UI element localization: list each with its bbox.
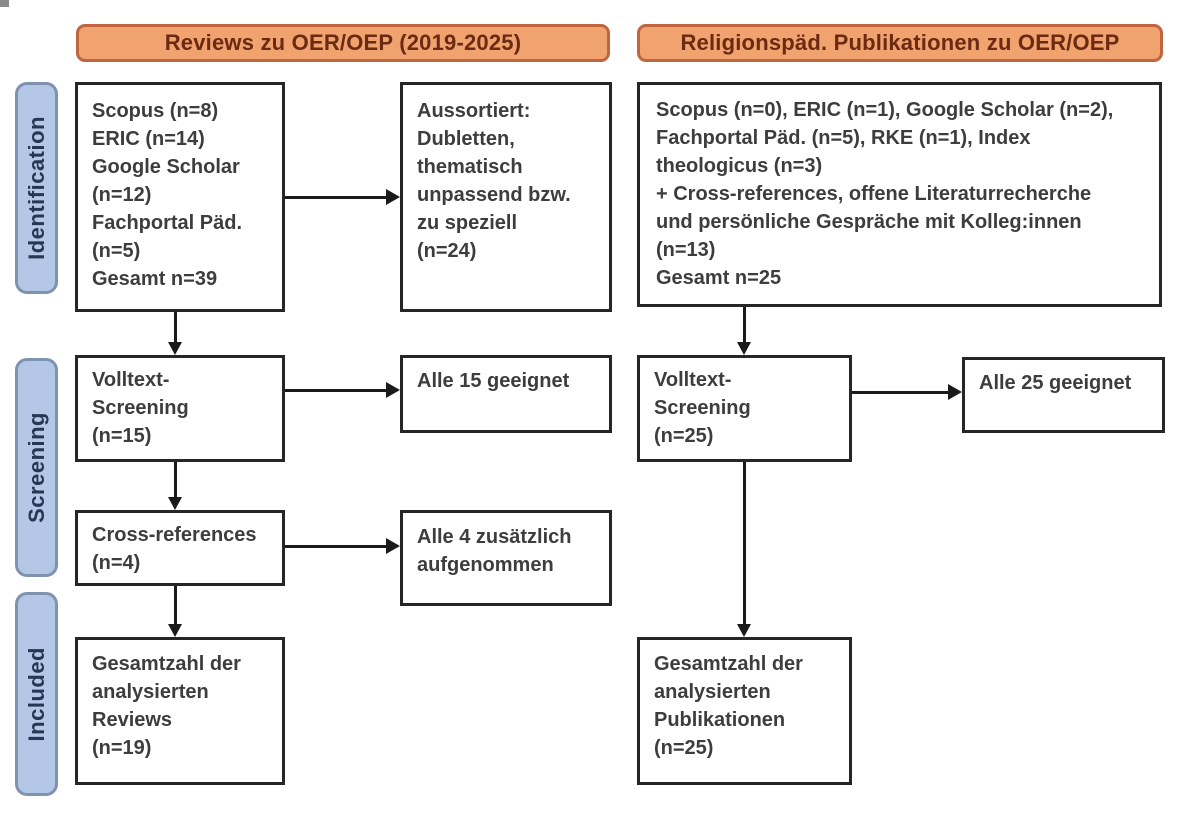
box-line: Publikationen (654, 709, 786, 731)
box-line: (n=5) (92, 240, 141, 262)
box-line: ERIC (n=14) (92, 128, 205, 150)
box-sources-reviews: Scopus (n=8) ERIC (n=14) Google Scholar … (75, 82, 285, 312)
box-line: (n=25) (654, 425, 714, 447)
box-alle4-aufgenommen: Alle 4 zusätzlich aufgenommen (400, 510, 612, 606)
box-line: unpassend bzw. (417, 184, 571, 206)
box-line: Dubletten, (417, 128, 515, 150)
arrow-volltext-to-alle15 (285, 382, 400, 398)
box-line: Screening (92, 397, 189, 419)
box-line: Volltext- (92, 369, 170, 391)
arrow-crossref-to-alle4 (285, 538, 400, 554)
box-line: Gesamt n=39 (92, 268, 218, 290)
box-line: Alle 25 geeignet (979, 372, 1132, 394)
arrow-sources-to-volltext-religionspaed (737, 307, 751, 355)
box-line: thematisch (417, 156, 523, 178)
box-line: Gesamtzahl der (92, 653, 241, 675)
arrow-sources-to-aussortiert (285, 189, 400, 205)
header-reviews: Reviews zu OER/OEP (2019-2025) (76, 24, 610, 62)
box-line: Gesamtzahl der (654, 653, 803, 675)
box-line: (n=15) (92, 425, 152, 447)
box-line: Scopus (n=8) (92, 100, 219, 122)
arrow-volltext-to-alle25 (852, 384, 962, 400)
box-line: analysierten (92, 681, 209, 703)
box-line: Volltext- (654, 369, 732, 391)
arrow-crossref-to-final-reviews (168, 586, 182, 637)
box-crossreferences: Cross-references (n=4) (75, 510, 285, 586)
stage-label-included: Included (23, 646, 49, 742)
stage-label-screening: Screening (23, 412, 49, 523)
arrow-volltext-to-crossref (168, 462, 182, 510)
stage-tab-identification: Identification (15, 82, 58, 294)
box-line: aufgenommen (417, 554, 554, 576)
box-line: Alle 15 geeignet (417, 370, 570, 392)
box-line: (n=4) (92, 552, 141, 574)
box-line: + Cross-references, offene Literaturrech… (656, 183, 1092, 205)
box-line: Google Scholar (92, 156, 240, 178)
box-line: Gesamt n=25 (656, 267, 782, 289)
box-line: (n=25) (654, 737, 714, 759)
box-line: (n=24) (417, 240, 477, 262)
box-line: Reviews (92, 709, 173, 731)
box-line: analysierten (654, 681, 771, 703)
arrow-volltext-to-final-religionspaed (737, 462, 751, 637)
box-line: zu speziell (417, 212, 518, 234)
stage-tab-screening: Screening (15, 358, 58, 577)
box-line: (n=13) (656, 239, 716, 261)
box-line: Fachportal Päd. (n=5), RKE (n=1), Index (656, 127, 1031, 149)
box-line: Aussortiert: (417, 100, 531, 122)
header-religionspaed: Religionspäd. Publikationen zu OER/OEP (637, 24, 1163, 62)
box-line: theologicus (n=3) (656, 155, 823, 177)
box-line: Fachportal Päd. (92, 212, 243, 234)
box-line: (n=12) (92, 184, 152, 206)
box-volltext-reviews: Volltext- Screening (n=15) (75, 355, 285, 462)
box-sources-religionspaed: Scopus (n=0), ERIC (n=1), Google Scholar… (637, 82, 1162, 307)
box-alle15-geeignet: Alle 15 geeignet (400, 355, 612, 433)
box-line: und persönliche Gespräche mit Kolleg:inn… (656, 211, 1082, 233)
box-final-religionspaed: Gesamtzahl der analysierten Publikatione… (637, 637, 852, 785)
arrow-sources-to-volltext-reviews (168, 312, 182, 355)
box-final-reviews: Gesamtzahl der analysierten Reviews (n=1… (75, 637, 285, 785)
box-aussortiert: Aussortiert: Dubletten, thematisch unpas… (400, 82, 612, 312)
box-line: Screening (654, 397, 751, 419)
box-alle25-geeignet: Alle 25 geeignet (962, 357, 1165, 433)
box-volltext-religionspaed: Volltext- Screening (n=25) (637, 355, 852, 462)
stage-label-identification: Identification (23, 116, 49, 260)
stage-tab-included: Included (15, 592, 58, 796)
box-line: Scopus (n=0), ERIC (n=1), Google Scholar… (656, 99, 1114, 121)
box-line: Cross-references (92, 524, 257, 546)
scan-artifact (0, 0, 9, 7)
box-line: (n=19) (92, 737, 152, 759)
box-line: Alle 4 zusätzlich (417, 526, 572, 548)
